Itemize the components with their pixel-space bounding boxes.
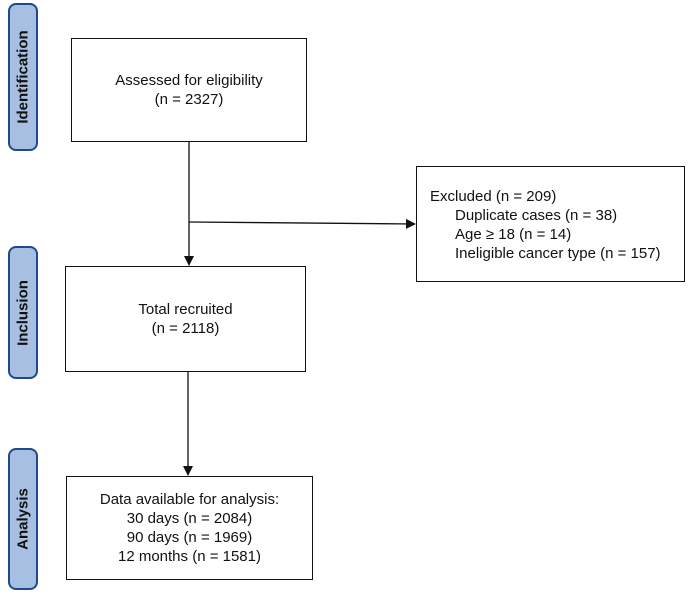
recruited-title: Total recruited (138, 301, 233, 318)
recruited-box: Total recruited (n = 2118) (65, 266, 306, 372)
recruited-count: (n = 2118) (151, 320, 220, 337)
stage-tab-analysis: Analysis (8, 448, 38, 590)
excluded-reason-duplicates: Duplicate cases (n = 38) (455, 207, 618, 224)
analysis-title: Data available for analysis: (99, 491, 280, 508)
analysis-item-30-days: 30 days (n = 2084) (126, 510, 253, 527)
excluded-reason-age: Age ≥ 18 (n = 14) (455, 226, 572, 243)
assessed-count: (n = 2327) (154, 91, 224, 108)
assessed-box: Assessed for eligibility (n = 2327) (71, 38, 307, 142)
assessed-title: Assessed for eligibility (115, 72, 263, 89)
excluded-reason-cancer-type: Ineligible cancer type (n = 157) (455, 245, 661, 262)
analysis-item-90-days: 90 days (n = 1969) (126, 529, 253, 546)
analysis-item-12-months: 12 months (n = 1581) (117, 548, 261, 565)
stage-tab-identification: Identification (8, 3, 38, 151)
excluded-box: Excluded (n = 209) Duplicate cases (n = … (416, 166, 685, 282)
excluded-title: Excluded (n = 209) (430, 188, 557, 205)
stage-tab-inclusion: Inclusion (8, 246, 38, 379)
analysis-box: Data available for analysis: 30 days (n … (66, 476, 313, 580)
connector-to-excluded (188, 218, 416, 229)
